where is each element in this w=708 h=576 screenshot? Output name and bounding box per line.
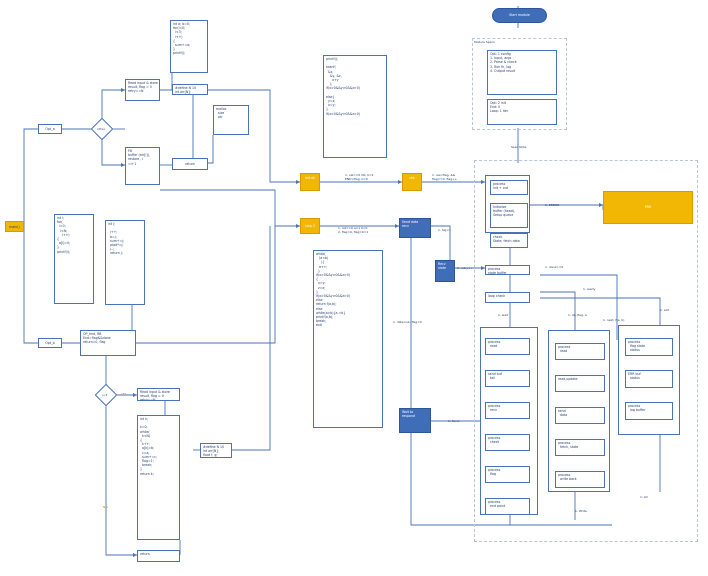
- spec-title: Module Specs: [474, 40, 495, 44]
- column-2-node-2[interactable]: read,update: [555, 375, 605, 392]
- edge-label-y3: 1. ret==0 a=1 b=0 2. flag=0, flag=b=1: [338, 226, 369, 234]
- spec-note: Spec Note: [511, 145, 527, 149]
- start-label: main(): [9, 225, 20, 229]
- edge-label-p7: 1. next, f(a, b): [603, 318, 625, 322]
- define-box[interactable]: #define N 10 int arr[N]; float f, g; cha…: [172, 84, 208, 95]
- update-box[interactable]: Read input & store result, flag = 0 retr…: [125, 79, 160, 101]
- right-node-1[interactable]: process init + out: [490, 180, 528, 195]
- error-node-label: ERR: [644, 205, 652, 209]
- top-start-label: Start module: [509, 13, 530, 17]
- edge-label-p5: 1. ok, flag, a: [568, 313, 587, 317]
- column-2-node-4[interactable]: process fetch, state: [555, 439, 605, 456]
- function-box[interactable]: Fill buffer (arr[i]), restore , i =i+1: [125, 147, 160, 185]
- column-1-node-2[interactable]: send buf tail: [485, 370, 530, 387]
- edge-label-p10: 1. All: [640, 495, 648, 499]
- middle-code-block-1: printf(); scanf( &x, &y, &z, x+y ); if(x…: [323, 55, 387, 158]
- edge-label-p8: 1. Write: [575, 509, 587, 513]
- edge-label-p2: 1. ready: [583, 287, 596, 291]
- column-3-node-2[interactable]: ERR buf status: [625, 370, 673, 388]
- column-1-node-1[interactable]: process read: [485, 338, 530, 355]
- blue-node-recv[interactable]: Recv state: [435, 260, 455, 282]
- edge-label-p3: 1. exit: [660, 308, 670, 312]
- blue-node-wait[interactable]: Wait to respond: [399, 408, 431, 433]
- end-label: return: [185, 162, 195, 166]
- opt-a-label: Opt_a: [45, 127, 55, 131]
- opt-b-box[interactable]: Opt_b: [38, 338, 62, 348]
- decision-label: other: [97, 127, 105, 131]
- column-1-node-5[interactable]: process flag: [485, 466, 530, 483]
- yellow-node-c-label: chk: [409, 176, 415, 180]
- alloc-box[interactable]: malloc size ptr: [213, 105, 249, 135]
- end-box[interactable]: return: [172, 158, 208, 170]
- column-2-node-1[interactable]: process read: [555, 343, 605, 360]
- process-container: [474, 160, 698, 542]
- edge-label-b4: 1. data=ok, flag=0: [393, 320, 422, 324]
- edge-label-b3: 1. Send: [448, 419, 460, 423]
- yellow-node-a-label: init ok: [305, 176, 315, 180]
- bottom-end-box[interactable]: return: [137, 550, 180, 562]
- column-1-node-3[interactable]: process recv: [485, 402, 530, 419]
- left-code-block-1: int i; for( i=0; i<N; i++) { a[i]=0; } p…: [54, 214, 94, 304]
- spec-list-2: Opt: 2 init End: 0 Loop: 1 iter: [487, 99, 557, 125]
- spec-container: [472, 38, 567, 130]
- column-2-node-3[interactable]: send data: [555, 407, 605, 424]
- error-node[interactable]: ERR: [603, 191, 693, 224]
- bottom-update-box[interactable]: Read input & store result, flag = 0 retr…: [137, 388, 180, 401]
- middle-code-block-2: while( (a<b) ){ a++; } if(x>0&&y>0&&z>0)…: [313, 250, 383, 428]
- column-1-group: [480, 327, 538, 515]
- side-define-box[interactable]: #define N 10 int arr[N]; float f, g; cha…: [200, 443, 232, 458]
- yellow-node-c[interactable]: chk: [402, 173, 422, 191]
- edge-label-p1: 1. done==0: [545, 265, 564, 269]
- column-1-node-4[interactable]: process check: [485, 434, 530, 451]
- left-code-block-2: int j; j++; b=j; sum+=j; prod*=j; j--; r…: [105, 220, 145, 305]
- loop-diamond-label: i<3: [102, 393, 108, 397]
- no-label: NO: [103, 505, 108, 509]
- spec-list-1: Opt: 1 config 1. Input, args 2. Parse & …: [487, 50, 557, 95]
- yellow-node-a[interactable]: init ok: [300, 173, 320, 191]
- blue-node-send[interactable]: Send data recv: [399, 218, 431, 238]
- right-node-2[interactable]: Initialize buffer (head), Setup queue: [490, 203, 528, 228]
- opt-b-label: Opt_b: [45, 341, 55, 345]
- edge-label-error: 1. ERROR: [545, 203, 560, 207]
- column-1-node-6[interactable]: process end point: [485, 498, 530, 515]
- start-node[interactable]: main(): [5, 221, 24, 232]
- yes-label: YES: [121, 392, 127, 396]
- loop-check-node[interactable]: loop check: [485, 292, 530, 303]
- init-code-block: int a; b=0; for(i=0; i<3; i++) { sum+=a;…: [170, 20, 208, 73]
- yellow-node-b[interactable]: step 2: [300, 218, 320, 234]
- column-3-node-3[interactable]: process log buffer: [625, 402, 673, 420]
- edge-label-y1: 1. val==0 OK, b=1 END=flag, b=0: [345, 173, 374, 181]
- merge-box[interactable]: OP_end, RB End=flag&&done return=0, flag: [80, 330, 136, 356]
- edge-label-p4: 1. wait: [498, 313, 509, 317]
- edge-label-b2: 1. retry++: [457, 266, 474, 270]
- yellow-node-b-label: step 2: [305, 224, 315, 228]
- edge-label-y2: 1. res=flag, && flag==0, flag++: [432, 173, 458, 181]
- edge-label-b1: 1. Sig=1: [438, 228, 451, 232]
- state-buffer-node[interactable]: process state buffer: [485, 265, 530, 275]
- top-start-pill[interactable]: Start module: [492, 8, 547, 23]
- bottom-code-block: int k; k=0; while( k<N) { k++; a[k]=b; c…: [137, 415, 180, 540]
- opt-a-box[interactable]: Opt_a: [38, 124, 62, 134]
- column-3-node-1[interactable]: process flag state status: [625, 338, 673, 356]
- right-node-3[interactable]: check State, fetch data: [490, 233, 528, 248]
- column-2-node-5[interactable]: process write back: [555, 471, 605, 488]
